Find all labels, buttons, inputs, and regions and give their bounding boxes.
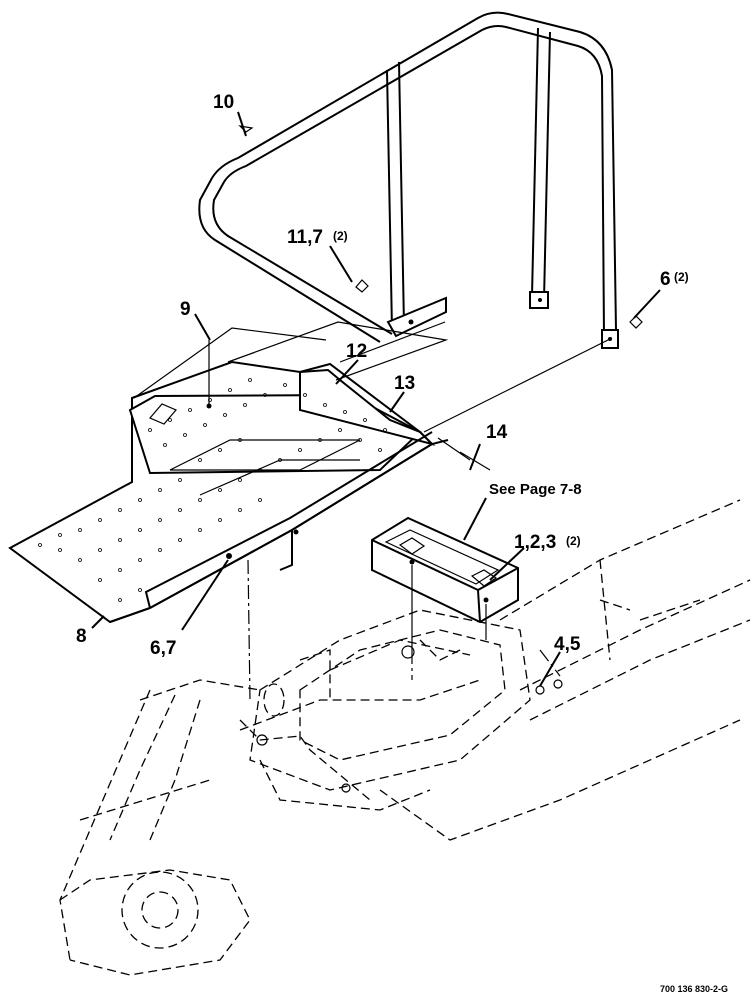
callout-4-5: 4,5	[554, 634, 581, 655]
hand-rail	[198, 11, 643, 363]
reference-note: See Page 7-8	[489, 481, 582, 498]
callout-13: 13	[394, 373, 415, 394]
callout-6: 6	[660, 269, 671, 290]
platform	[8, 321, 613, 624]
callout-1-2-3-qty: (2)	[566, 534, 581, 548]
tool-box	[371, 516, 519, 650]
callout-11-7-qty: (2)	[333, 229, 348, 243]
callout-11-7: 11,7	[287, 227, 323, 248]
drawing-number: 700 136 830-2-G	[660, 984, 728, 994]
callout-14: 14	[486, 422, 508, 443]
callout-10: 10	[213, 92, 234, 113]
callout-8: 8	[76, 626, 87, 647]
perforation-pattern	[38, 378, 387, 602]
callout-labels: 10 11,7 (2) 6 (2) 9 12 13 14 See Page 7-…	[76, 92, 728, 994]
callout-12: 12	[346, 341, 367, 362]
machine-frame	[59, 499, 751, 976]
callout-1-2-3: 1,2,3	[514, 532, 556, 553]
callout-6-7: 6,7	[150, 638, 176, 659]
callout-6-qty: (2)	[674, 270, 689, 284]
callout-9: 9	[180, 299, 191, 320]
leader-lines	[91, 111, 661, 687]
